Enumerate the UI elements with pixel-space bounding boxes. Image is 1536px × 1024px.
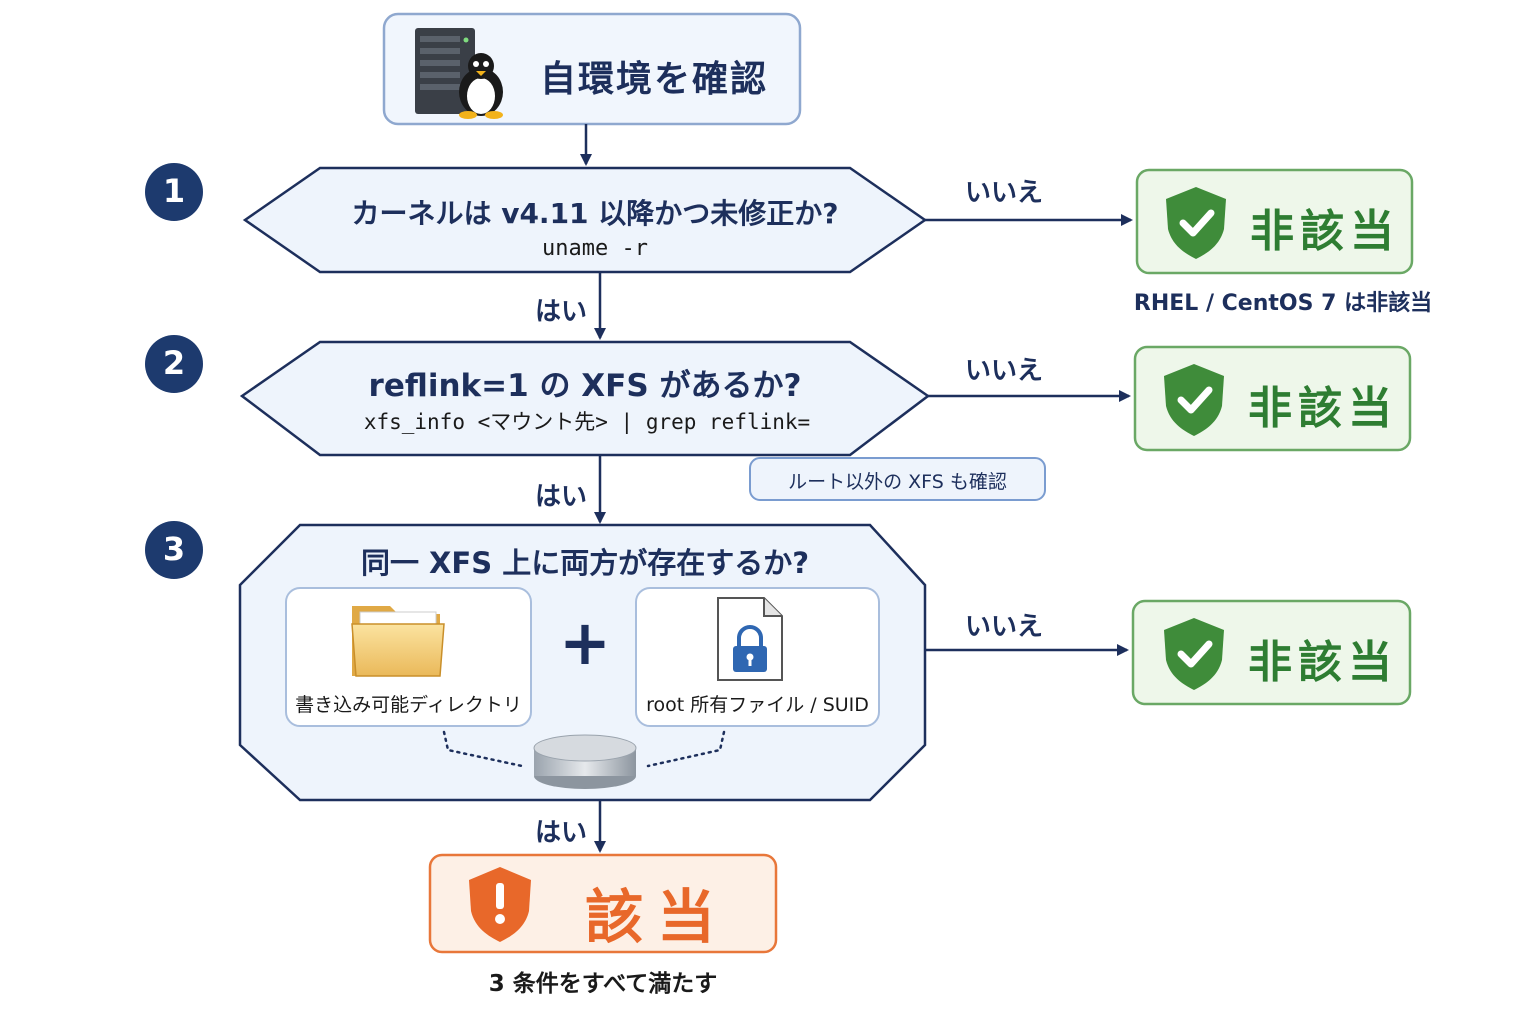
step-3-circle	[145, 521, 203, 579]
step-1-question: カーネルは v4.11 以降かつ未修正か?	[351, 197, 839, 230]
step-2-number: 2	[162, 344, 186, 382]
disk-icon	[533, 734, 637, 789]
shield-check-icon	[1164, 364, 1224, 436]
step-3-question: 同一 XFS 上に両方が存在するか?	[360, 546, 810, 580]
root-file-label: root 所有ファイル / SUID	[646, 694, 869, 716]
step-2-circle	[145, 335, 203, 393]
dotted-connector-left	[442, 730, 524, 768]
folder-icon	[351, 606, 445, 677]
not-applicable-label-2: 非該当	[1248, 383, 1398, 434]
step-1-command: uname -r	[542, 236, 648, 261]
not-applicable-label-1: 非該当	[1250, 206, 1400, 257]
locked-file-icon	[717, 597, 783, 681]
step-1-number: 1	[162, 172, 186, 210]
no-label-2: いいえ	[965, 356, 1044, 386]
applicable-note: 3 条件をすべて満たす	[488, 971, 718, 997]
not-applicable-note: RHEL / CentOS 7 は非該当	[1133, 291, 1433, 316]
step-2-command: xfs_info <マウント先> | grep reflink=	[363, 410, 811, 434]
plus-sign: +	[559, 606, 611, 679]
no-label-1: いいえ	[965, 178, 1044, 208]
linux-penguin-icon	[459, 53, 503, 119]
step-1-circle	[145, 163, 203, 221]
yes-label-2: はい	[535, 482, 588, 512]
note-pill	[749, 457, 1046, 501]
yes-label-3: はい	[535, 818, 588, 848]
shield-check-icon	[1166, 187, 1226, 259]
writable-dir-label: 書き込み可能ディレクトリ	[295, 694, 522, 716]
yes-label-1: はい	[535, 297, 588, 327]
step-2-question: reflink=1 の XFS があるか?	[368, 368, 802, 404]
step-3-number: 3	[162, 530, 186, 568]
applicable-label: 該当	[585, 883, 730, 951]
dotted-connector-right	[646, 730, 726, 768]
start-title: 自環境を確認	[540, 59, 769, 100]
shield-alert-icon	[469, 867, 531, 942]
no-label-3: いいえ	[965, 612, 1044, 642]
not-applicable-label-3: 非該当	[1248, 637, 1398, 688]
shield-check-icon	[1164, 618, 1224, 690]
step-2-note: ルート以外の XFS も確認	[788, 471, 1007, 493]
